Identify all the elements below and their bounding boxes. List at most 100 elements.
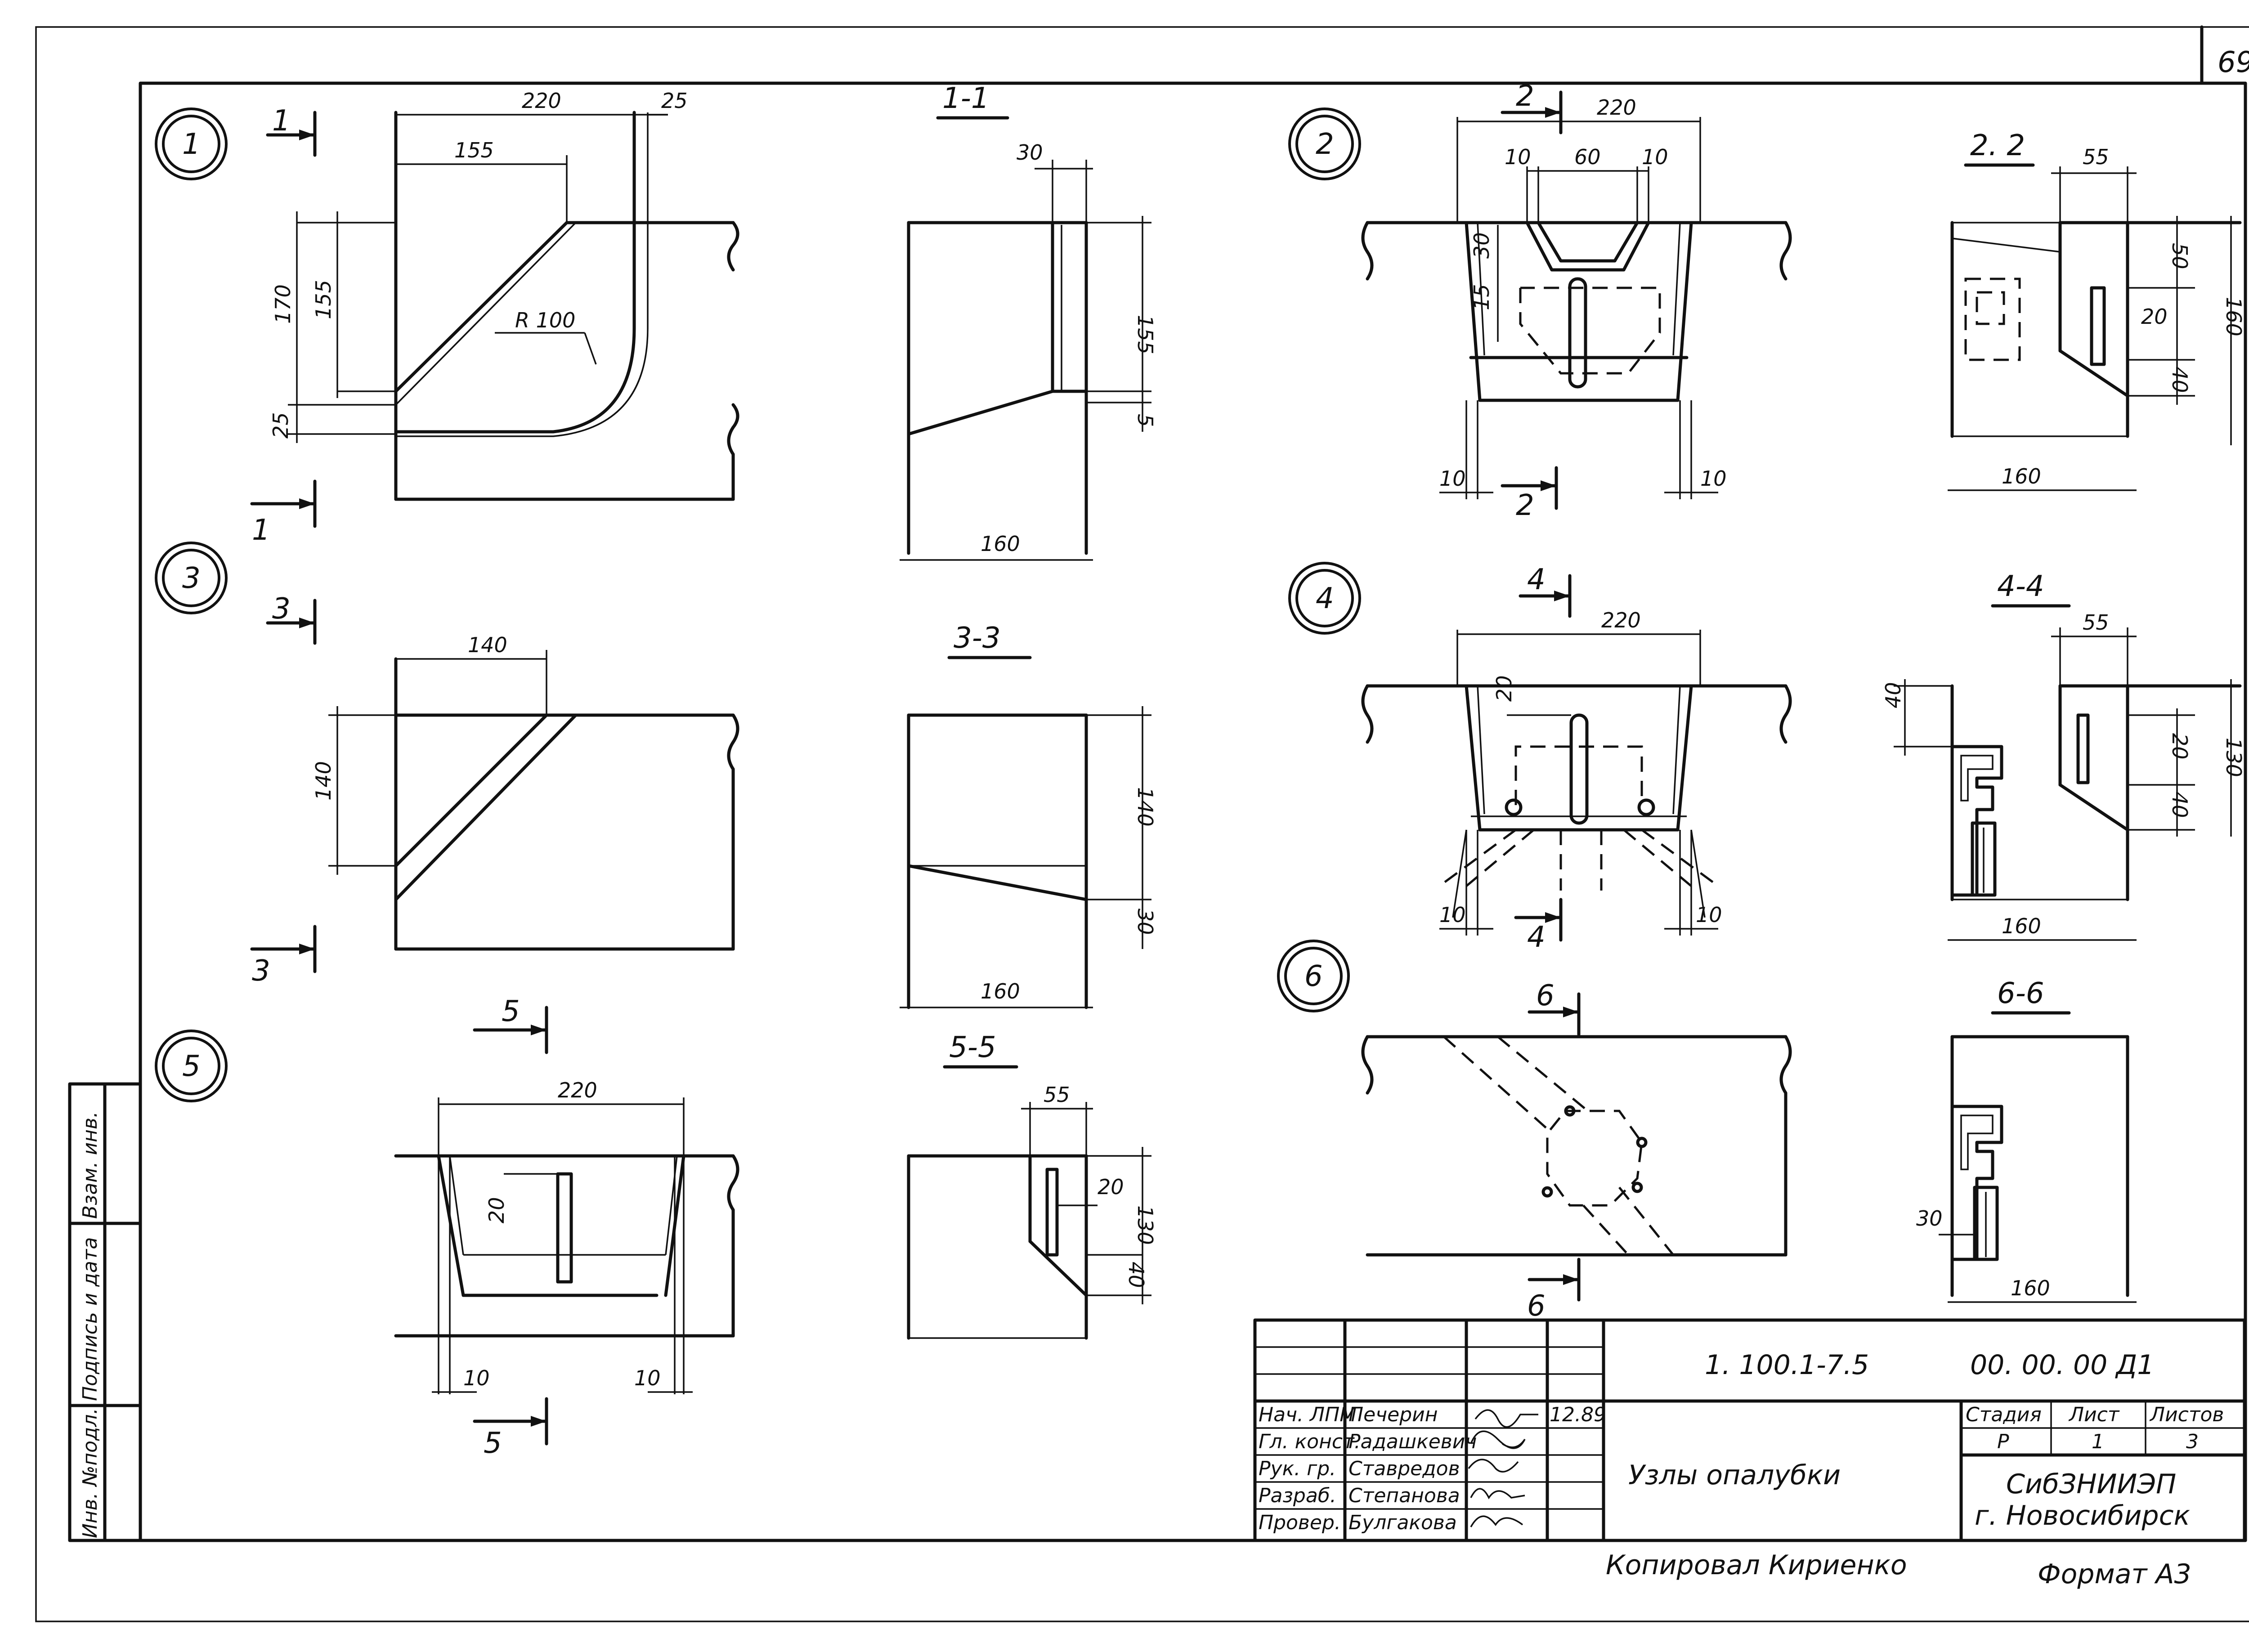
svg-text:130: 130 — [2222, 738, 2246, 777]
node-1-marker — [155, 107, 228, 180]
svg-text:155: 155 — [311, 280, 336, 319]
svg-text:10: 10 — [1700, 466, 1727, 491]
name-row-4: Степанова — [1349, 1484, 1460, 1507]
cut-marker-6-bottom: 6 — [1527, 1258, 1581, 1323]
svg-text:160: 160 — [981, 979, 1020, 1003]
signature-5 — [1470, 1515, 1523, 1527]
svg-text:160: 160 — [981, 532, 1020, 556]
svg-text:3: 3 — [252, 954, 270, 988]
svg-text:220: 220 — [558, 1078, 597, 1102]
svg-text:10: 10 — [1439, 466, 1466, 491]
svg-text:1: 1 — [252, 514, 270, 547]
section-3-3-title: 3-3 — [954, 622, 1001, 655]
svg-text:5: 5 — [502, 995, 520, 1028]
date: 12.89 — [1550, 1403, 1606, 1426]
node-1-mark: 1 — [182, 128, 201, 161]
svg-text:55: 55 — [1044, 1083, 1070, 1107]
sheet-value: 1 — [2092, 1430, 2104, 1453]
stage-label: Стадия — [1966, 1403, 2042, 1426]
svg-text:220: 220 — [1597, 95, 1636, 120]
node-2-mark: 2 — [1316, 128, 1334, 161]
signature-2 — [1470, 1430, 1526, 1449]
svg-text:50: 50 — [2168, 243, 2192, 269]
svg-text:160: 160 — [2002, 464, 2041, 488]
cut-marker-3-bottom: 3 — [250, 925, 317, 988]
svg-text:30: 30 — [1469, 232, 1494, 259]
side-stamp-signature: Подпись и дата — [79, 1237, 102, 1401]
role-row-1: Нач. ЛПМ — [1259, 1403, 1357, 1426]
svg-text:1: 1 — [272, 104, 291, 138]
cut-marker-4-top: 4 — [1519, 563, 1572, 618]
sheets-value: 3 — [2186, 1430, 2199, 1453]
role-row-3: Рук. гр. — [1259, 1457, 1336, 1480]
drawing-code-right: 00. 00. 00 Д1 — [1970, 1349, 2154, 1381]
node-6-marker — [1277, 940, 1350, 1012]
node-5-mark: 5 — [182, 1050, 201, 1083]
svg-text:60: 60 — [1574, 145, 1601, 169]
node-5: 5 5 5 220 10 10 20 — [155, 995, 1157, 1460]
svg-text:160: 160 — [2011, 1276, 2050, 1300]
svg-text:10: 10 — [1642, 145, 1668, 169]
section-4-4-title: 4-4 — [1997, 570, 2044, 603]
svg-text:30: 30 — [1133, 909, 1157, 935]
sheets-label: Листов — [2149, 1403, 2224, 1426]
svg-text:10: 10 — [1505, 145, 1531, 169]
svg-text:55: 55 — [2083, 145, 2109, 169]
svg-text:6: 6 — [1527, 1289, 1546, 1323]
svg-text:130: 130 — [1133, 1205, 1157, 1245]
svg-text:10: 10 — [463, 1366, 490, 1390]
svg-text:40: 40 — [1881, 682, 1905, 708]
node-4-mark: 4 — [1316, 582, 1334, 615]
svg-text:220: 220 — [522, 89, 561, 113]
node-3: 3 3 3 140 140 3-3 — [155, 542, 1157, 1009]
svg-text:25: 25 — [661, 89, 688, 113]
svg-text:40: 40 — [1124, 1262, 1148, 1288]
svg-text:15: 15 — [1469, 284, 1494, 310]
organization-city: г. Новосибирск — [1975, 1500, 2190, 1531]
svg-text:140: 140 — [468, 633, 507, 657]
node-2: 2 2 2 220 1 — [1288, 80, 2246, 522]
title-block: 1. 100.1-7.5 00. 00. 00 Д1 Узлы опалубки… — [1253, 1318, 2246, 1542]
svg-text:20: 20 — [484, 1197, 509, 1223]
role-row-2: Гл. конст. — [1259, 1430, 1361, 1453]
svg-text:30: 30 — [1017, 140, 1043, 165]
side-stamp: Инв. №подл. Подпись и дата Взам. инв. — [68, 1082, 142, 1542]
signature-3 — [1468, 1459, 1519, 1473]
svg-text:5: 5 — [1133, 414, 1157, 427]
name-row-5: Булгакова — [1349, 1511, 1457, 1534]
svg-text:155: 155 — [454, 138, 494, 162]
svg-text:4: 4 — [1527, 921, 1546, 954]
svg-text:40: 40 — [2168, 792, 2192, 818]
drawing-title: Узлы опалубки — [1628, 1459, 1841, 1491]
svg-text:55: 55 — [2083, 610, 2109, 635]
section-5-5-title: 5-5 — [949, 1031, 996, 1064]
side-stamp-inv-podl: Инв. №подл. — [79, 1408, 102, 1538]
cut-marker-1-top: 1 — [266, 104, 317, 157]
section-2-2-title: 2. 2 — [1970, 129, 2025, 162]
cut-marker-6-top: 6 — [1528, 979, 1581, 1036]
node-5-marker — [155, 1030, 228, 1102]
cut-marker-4-bottom: 4 — [1514, 898, 1563, 954]
node-4-marker — [1288, 562, 1361, 635]
signature-4 — [1470, 1488, 1525, 1500]
svg-text:20: 20 — [2168, 733, 2192, 760]
node-3-mark: 3 — [182, 562, 201, 595]
cut-marker-5-bottom: 5 — [473, 1397, 548, 1460]
stage-value: Р — [1997, 1430, 2009, 1453]
node-6: 6 6 6 6-6 — [1277, 940, 2137, 1323]
svg-text:10: 10 — [1696, 903, 1722, 927]
svg-text:20: 20 — [2141, 304, 2168, 329]
svg-text:R 100: R 100 — [515, 308, 575, 332]
node-3-marker — [155, 542, 228, 614]
organization: СибЗНИИЭП — [2006, 1468, 2176, 1500]
svg-text:25: 25 — [269, 412, 293, 439]
svg-text:3: 3 — [272, 592, 291, 626]
svg-text:170: 170 — [271, 284, 295, 324]
inner-frame — [139, 81, 2247, 1542]
svg-text:4: 4 — [1527, 563, 1546, 596]
svg-text:140: 140 — [311, 761, 336, 801]
paper-format: Формат А3 — [2038, 1558, 2191, 1590]
name-row-1: Печерин — [1349, 1403, 1438, 1426]
signature-1 — [1474, 1409, 1538, 1428]
side-stamp-vzam-inv: Взам. инв. — [79, 1111, 102, 1219]
